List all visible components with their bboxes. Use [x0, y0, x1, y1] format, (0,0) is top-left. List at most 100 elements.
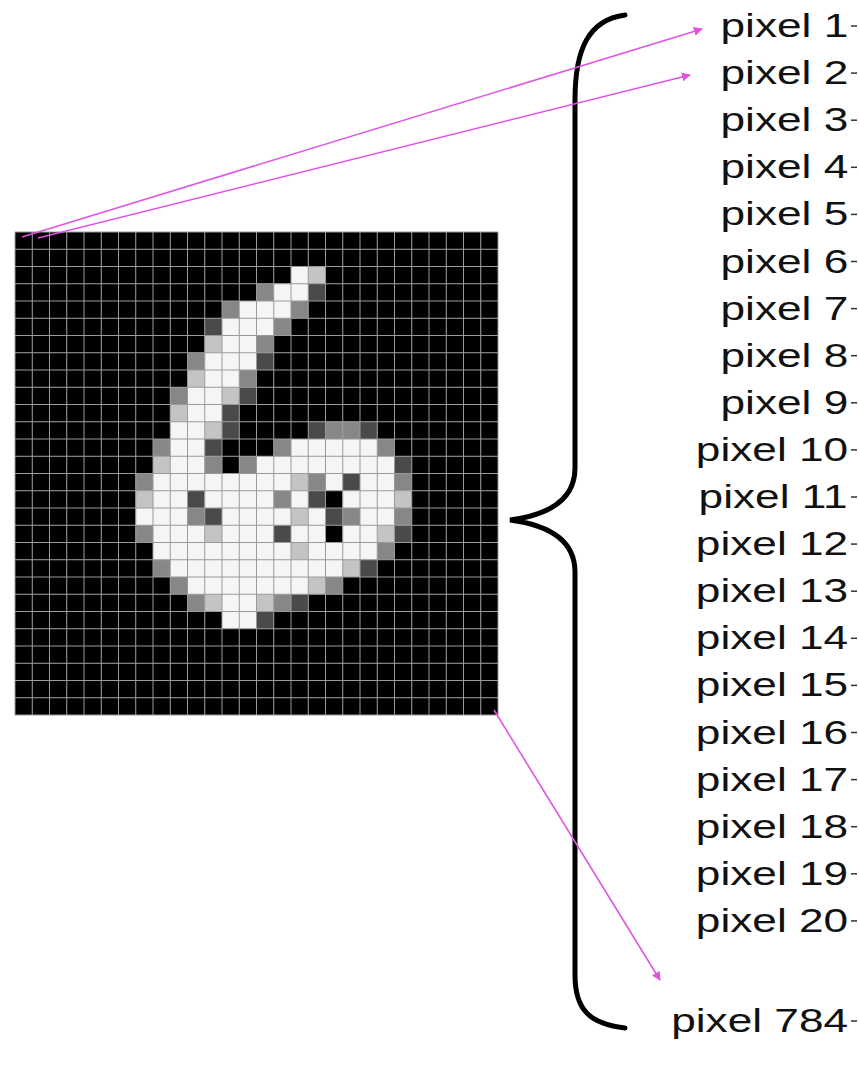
pixel-cell — [360, 525, 377, 542]
pixel-cell — [257, 612, 274, 629]
pixel-cell — [326, 663, 343, 680]
pixel-cell — [291, 525, 308, 542]
pixel-cell — [464, 387, 481, 404]
pixel-cell — [326, 439, 343, 456]
pixel-cell — [170, 439, 187, 456]
tick-mark — [851, 826, 857, 828]
pixel-cell — [188, 594, 205, 611]
pixel-cell — [188, 267, 205, 284]
pixel-label: pixel 8 — [720, 336, 848, 374]
pixel-cell — [67, 318, 84, 335]
pixel-cell — [67, 474, 84, 491]
pixel-cell — [395, 491, 412, 508]
pixel-cell — [257, 491, 274, 508]
pixel-label: pixel 14 — [696, 618, 848, 656]
pixel-cell — [136, 491, 153, 508]
pixel-cell — [84, 594, 101, 611]
pixel-cell — [429, 456, 446, 473]
pixel-cell — [170, 577, 187, 594]
pixel-cell — [101, 560, 118, 577]
pixel-cell — [101, 681, 118, 698]
pixel-cell — [481, 663, 498, 680]
pixel-cell — [464, 232, 481, 249]
pixel-cell — [395, 267, 412, 284]
pixel-cell — [119, 387, 136, 404]
pixel-cell — [50, 284, 67, 301]
pixel-cell — [377, 249, 394, 266]
pixel-cell — [188, 301, 205, 318]
pixel-cell — [170, 301, 187, 318]
pixel-cell — [50, 681, 67, 698]
pixel-cell — [291, 474, 308, 491]
pixel-cell — [67, 456, 84, 473]
pixel-cell — [119, 284, 136, 301]
pixel-cell — [170, 525, 187, 542]
pixel-cell — [343, 232, 360, 249]
pixel-cell — [205, 456, 222, 473]
pixel-cell — [343, 681, 360, 698]
pixel-cell — [50, 560, 67, 577]
pixel-cell — [153, 543, 170, 560]
pixel-cell — [481, 387, 498, 404]
pixel-cell — [291, 387, 308, 404]
pixel-cell — [188, 249, 205, 266]
pixel-cell — [464, 646, 481, 663]
pixel-cell — [119, 543, 136, 560]
pixel-cell — [119, 370, 136, 387]
pixel-cell — [257, 663, 274, 680]
pixel-cell — [170, 422, 187, 439]
pixel-cell — [360, 474, 377, 491]
pixel-cell — [377, 267, 394, 284]
pixel-cell — [429, 525, 446, 542]
pixel-grid — [15, 232, 498, 715]
pixel-cell — [153, 577, 170, 594]
pixel-cell — [412, 698, 429, 715]
pixel-cell — [15, 525, 32, 542]
pixel-cell — [153, 594, 170, 611]
pixel-cell — [136, 318, 153, 335]
pixel-cell — [395, 543, 412, 560]
pixel-cell — [395, 629, 412, 646]
pixel-cell — [412, 491, 429, 508]
pixel-cell — [32, 594, 49, 611]
pixel-label: pixel 3 — [720, 100, 848, 138]
pixel-cell — [308, 612, 325, 629]
pixel-cell — [136, 439, 153, 456]
pixel-cell — [222, 663, 239, 680]
pixel-cell — [170, 508, 187, 525]
pixel-cell — [412, 474, 429, 491]
pixel-cell — [429, 612, 446, 629]
pixel-cell — [50, 491, 67, 508]
tick-mark — [851, 732, 857, 734]
pixel-cell — [481, 301, 498, 318]
pixel-cell — [15, 663, 32, 680]
pixel-cell — [15, 646, 32, 663]
pixel-cell — [84, 508, 101, 525]
pixel-cell — [257, 249, 274, 266]
pixel-cell — [205, 577, 222, 594]
pixel-cell — [360, 249, 377, 266]
pixel-cell — [308, 491, 325, 508]
pixel-cell — [67, 353, 84, 370]
pixel-cell — [170, 594, 187, 611]
pixel-cell — [257, 543, 274, 560]
pixel-cell — [136, 577, 153, 594]
pixel-cell — [343, 370, 360, 387]
pixel-cell — [395, 318, 412, 335]
pixel-label: pixel 6 — [720, 242, 848, 280]
pixel-cell — [84, 456, 101, 473]
pixel-cell — [326, 594, 343, 611]
pixel-cell — [170, 698, 187, 715]
pixel-cell — [326, 249, 343, 266]
pixel-cell — [32, 474, 49, 491]
pixel-cell — [326, 474, 343, 491]
pixel-cell — [170, 318, 187, 335]
pixel-cell — [153, 336, 170, 353]
grid-line — [15, 456, 498, 457]
grid-line — [15, 611, 498, 612]
pixel-cell — [67, 491, 84, 508]
pixel-cell — [464, 284, 481, 301]
pixel-cell — [412, 336, 429, 353]
pixel-cell — [50, 267, 67, 284]
pixel-cell — [446, 422, 463, 439]
